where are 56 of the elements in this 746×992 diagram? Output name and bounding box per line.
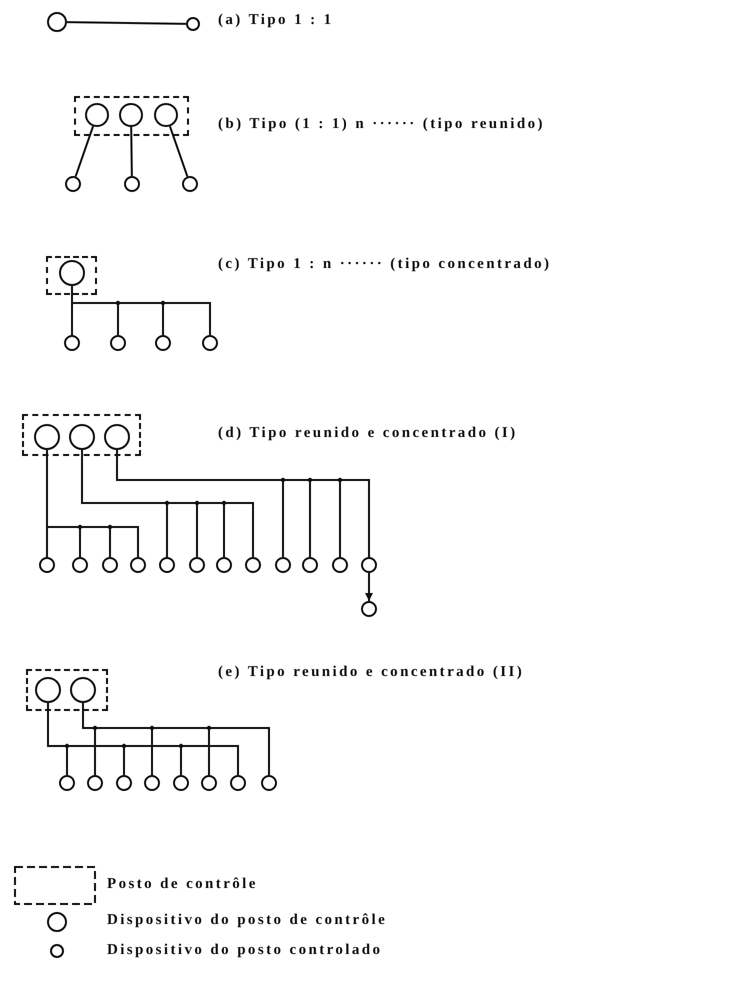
small-circle <box>130 557 146 573</box>
small-circle <box>144 775 160 791</box>
small-circle <box>116 775 132 791</box>
small-circle <box>230 775 246 791</box>
small-circle <box>39 557 55 573</box>
small-circle <box>110 335 126 351</box>
dashed-box <box>22 414 141 456</box>
large-circle <box>59 260 85 286</box>
large-circle <box>85 103 109 127</box>
large-circle <box>35 677 61 703</box>
small-circle <box>245 557 261 573</box>
small-circle <box>275 557 291 573</box>
diagram-type-label: (e) Tipo reunido e concentrado (II) <box>218 664 524 681</box>
small-circle <box>102 557 118 573</box>
small-circle <box>64 335 80 351</box>
large-circle <box>119 103 143 127</box>
diagram-type-label: (b) Tipo (1 : 1) n ······ (tipo reunido) <box>218 116 545 133</box>
large-circle <box>34 424 60 450</box>
small-circle <box>47 12 67 32</box>
small-circle <box>72 557 88 573</box>
small-circle <box>87 775 103 791</box>
connector-line <box>169 126 188 177</box>
large-circle <box>154 103 178 127</box>
diagram-type-label: (d) Tipo reunido e concentrado (I) <box>218 425 518 442</box>
small-circle <box>216 557 232 573</box>
dashed-box <box>26 669 108 711</box>
small-circle <box>361 557 377 573</box>
large-circle <box>70 677 96 703</box>
diagram-type-label: (a) Tipo 1 : 1 <box>218 12 334 29</box>
small-circle <box>124 176 140 192</box>
small-circle <box>261 775 277 791</box>
large-circle <box>104 424 130 450</box>
large-circle <box>69 424 95 450</box>
small-circle <box>155 335 171 351</box>
diagram-type-label: (c) Tipo 1 : n ······ (tipo concentrado) <box>218 256 552 273</box>
small-circle <box>159 557 175 573</box>
small-circle <box>59 775 75 791</box>
small-circle <box>361 601 377 617</box>
small-circle <box>332 557 348 573</box>
small-circle <box>201 775 217 791</box>
legend-label: Dispositivo do posto de contrôle <box>107 912 388 929</box>
small-circle <box>186 17 200 31</box>
small-circle <box>173 775 189 791</box>
arrow <box>365 573 373 601</box>
dashed-box <box>74 96 189 136</box>
small-circle <box>302 557 318 573</box>
connector-line <box>66 21 186 25</box>
connector-line <box>130 126 133 176</box>
dashed-box <box>46 256 97 295</box>
legend-label: Dispositivo do posto controlado <box>107 942 382 959</box>
small-circle <box>202 335 218 351</box>
small-circle <box>189 557 205 573</box>
connector-line <box>74 126 94 177</box>
small-circle <box>65 176 81 192</box>
small-circle <box>182 176 198 192</box>
legend-label: Posto de contrôle <box>107 876 258 893</box>
